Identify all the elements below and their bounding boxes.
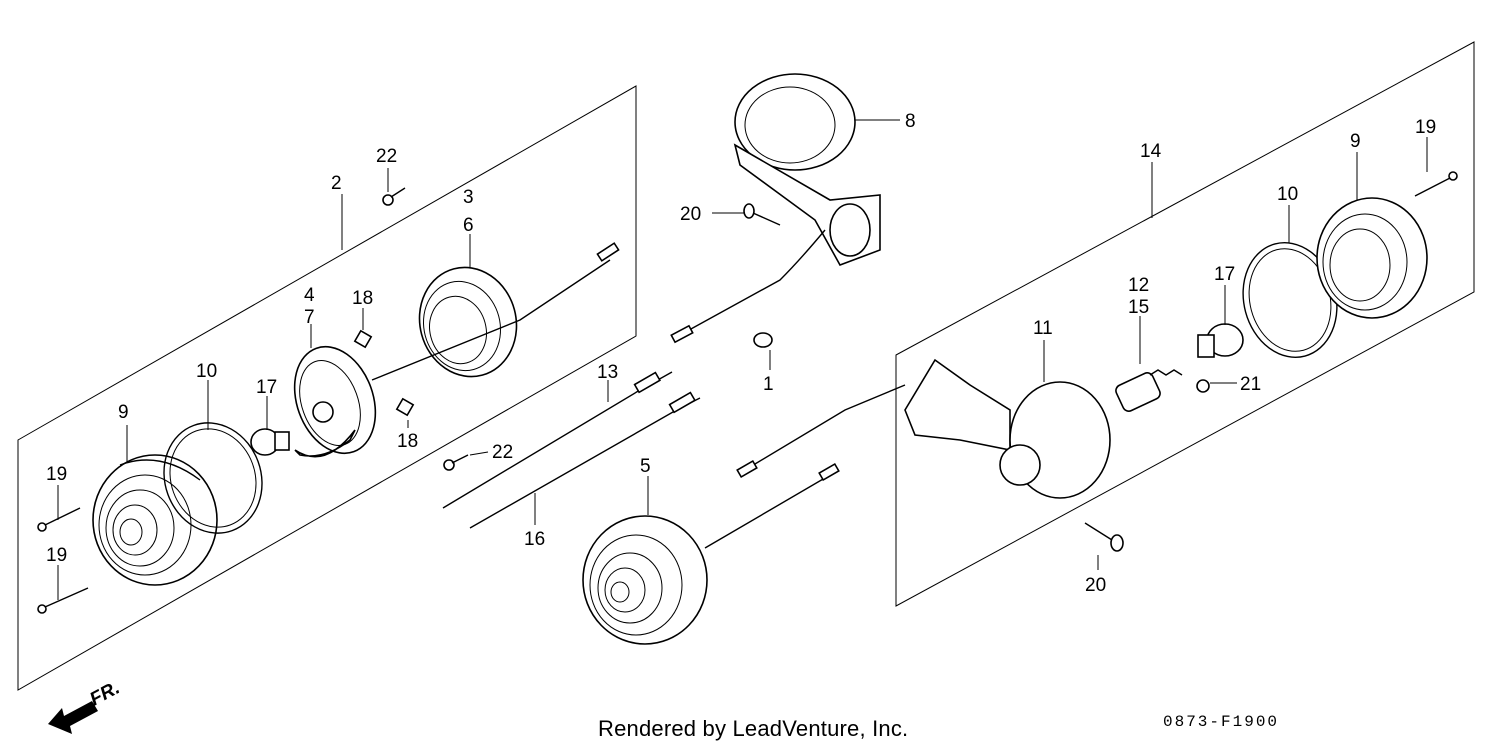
- winker-lamp-8: [670, 73, 881, 344]
- callout-4: 4: [304, 285, 315, 306]
- callout-1: 1: [763, 374, 774, 395]
- callout-20-right: 20: [1085, 575, 1106, 596]
- callouts: 1 2 3 4 5 6 7 8 9 9 10 10 11 12 13 14 15…: [46, 111, 1436, 596]
- bulb-left: [250, 428, 290, 456]
- winker-lamp-5: [582, 462, 840, 645]
- callout-10-right: 10: [1277, 184, 1298, 205]
- callout-6: 6: [463, 215, 474, 236]
- callout-21: 21: [1240, 374, 1261, 395]
- socket-12-15: [1115, 369, 1183, 412]
- bulb-right: [1197, 323, 1244, 358]
- nut-18-upper: [353, 329, 373, 349]
- gasket-left: [163, 422, 263, 534]
- callout-13: 13: [597, 362, 618, 383]
- bolt-20-center: [743, 203, 781, 226]
- wire-left: [371, 259, 611, 381]
- screw-21: [1196, 379, 1210, 393]
- screw-22-upper: [382, 187, 406, 206]
- callout-5: 5: [640, 456, 651, 477]
- callout-17-left: 17: [256, 377, 277, 398]
- callout-18-upper: 18: [352, 288, 373, 309]
- callout-7: 7: [304, 307, 315, 328]
- grommet-1: [753, 332, 773, 348]
- callout-14: 14: [1140, 141, 1162, 162]
- callout-12: 12: [1128, 275, 1149, 296]
- screw-19-left-upper: [37, 507, 81, 532]
- nut-18-lower: [395, 397, 415, 417]
- lens-right: [1316, 197, 1428, 319]
- callout-20-center: 20: [680, 204, 701, 225]
- callout-15: 15: [1128, 297, 1149, 318]
- footer-credit: Rendered by LeadVenture, Inc.: [598, 716, 909, 741]
- callout-22-lower: 22: [492, 442, 513, 463]
- screw-19-left-lower: [37, 587, 89, 614]
- socket-base-left: [293, 345, 377, 458]
- lens-left: [92, 454, 218, 586]
- bolt-20-right: [1084, 522, 1124, 552]
- callout-19-right: 19: [1415, 117, 1436, 138]
- front-direction-arrow-icon: FR.: [48, 678, 123, 734]
- callout-8: 8: [905, 111, 916, 132]
- callout-22-upper: 22: [376, 146, 397, 167]
- callout-18-lower: 18: [397, 431, 418, 452]
- screw-22-lower: [443, 454, 469, 471]
- lamp-stay-11: [736, 358, 1111, 499]
- wire-16: [469, 397, 701, 529]
- callout-11: 11: [1033, 318, 1053, 339]
- diagram-code: 0873-F1900: [1163, 713, 1280, 731]
- callout-3: 3: [463, 187, 474, 208]
- left-assembly-boundary: [17, 85, 637, 691]
- callout-10-left: 10: [196, 361, 217, 382]
- leader-lines: [57, 119, 1428, 600]
- callout-9-left: 9: [118, 402, 129, 423]
- callout-2: 2: [331, 173, 342, 194]
- callout-16: 16: [524, 529, 545, 550]
- callout-9-right: 9: [1350, 131, 1361, 152]
- right-assembly-boundary: [895, 41, 1475, 607]
- wire-13: [442, 371, 673, 509]
- callout-17-right: 17: [1214, 264, 1235, 285]
- callout-19-left-lower: 19: [46, 545, 67, 566]
- housing-case-left: [418, 266, 518, 378]
- screw-19-right: [1414, 171, 1458, 197]
- callout-19-left-upper: 19: [46, 464, 67, 485]
